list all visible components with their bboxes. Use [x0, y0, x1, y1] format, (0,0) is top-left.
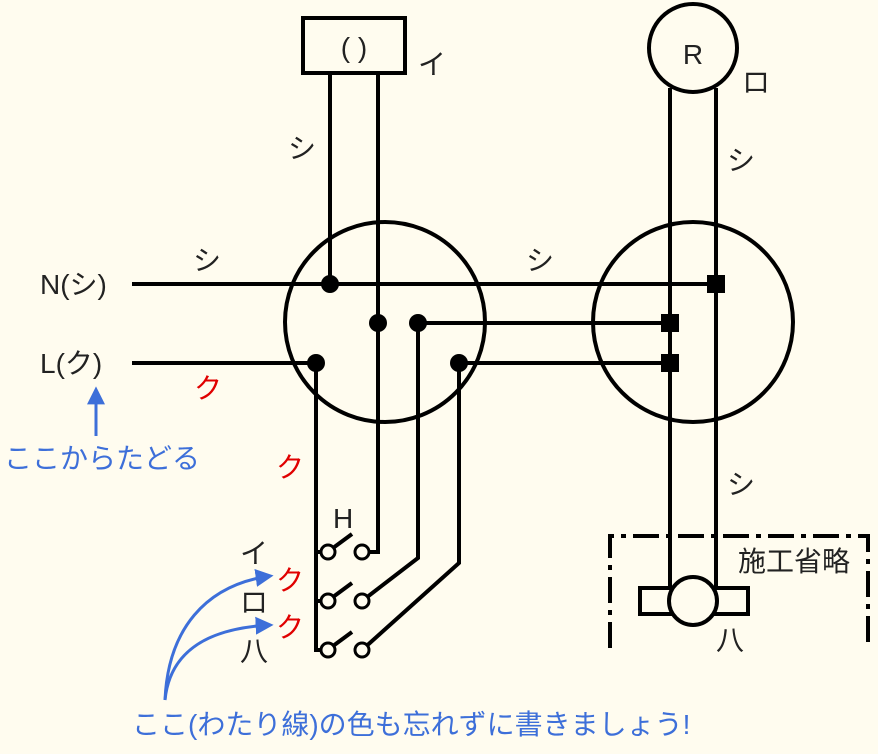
- switch-label: 八: [240, 636, 268, 667]
- wire-mark-ku: ク: [276, 565, 304, 596]
- switch-header-label: H: [333, 503, 353, 534]
- connection-dot: [450, 354, 468, 372]
- receptacle-letter: R: [683, 39, 703, 70]
- lamp-box: [301, 16, 407, 75]
- wire-mark-shi: シ: [727, 469, 755, 500]
- wire-mark-shi: シ: [526, 245, 554, 276]
- wire-switch-i: [368, 424, 380, 554]
- fixture-symbol: [667, 575, 719, 627]
- connection-dot: [307, 354, 325, 372]
- wire-mark-shi: シ: [288, 133, 316, 164]
- wire-mark-shi: シ: [193, 245, 221, 276]
- connection-square: [707, 275, 725, 293]
- omitted-box-border: [608, 534, 870, 648]
- wire-mark-ku: ク: [194, 373, 222, 404]
- source-neutral-label: N(シ): [40, 269, 107, 300]
- connection-square: [661, 314, 679, 332]
- connection-dot: [369, 314, 387, 332]
- wire-mark-shi: シ: [727, 145, 755, 176]
- connection-square: [661, 354, 679, 372]
- source-line-label: L(ク): [40, 348, 102, 379]
- connection-dot: [321, 275, 339, 293]
- wire-mark-ku: ク: [276, 452, 304, 483]
- wire-switch-ro: [360, 323, 420, 603]
- receptacle-symbol: [647, 2, 739, 94]
- fixture-label: 八: [716, 625, 744, 656]
- switch-i: [319, 532, 371, 561]
- wire-switch-ha: [360, 363, 461, 652]
- omitted-box-label: 施工省略: [738, 546, 850, 577]
- switch-label: イ: [240, 538, 268, 569]
- lamp-symbol: ( ): [341, 32, 367, 63]
- jumper-arrow-upper: [163, 569, 274, 701]
- jumper-note: ここ(わたり線)の色も忘れずに書きましょう!: [132, 709, 690, 740]
- wire-mark-ku: ク: [276, 612, 304, 643]
- switch-ro: [319, 581, 371, 610]
- connection-dot: [409, 314, 427, 332]
- switch-ha: [319, 630, 371, 659]
- receptacle-label: ロ: [742, 67, 770, 98]
- switch-label: ロ: [240, 587, 268, 618]
- jumper-arrow-lower: [163, 616, 274, 701]
- trace-note: ここからたどる: [4, 443, 200, 474]
- lamp-label: イ: [418, 49, 446, 80]
